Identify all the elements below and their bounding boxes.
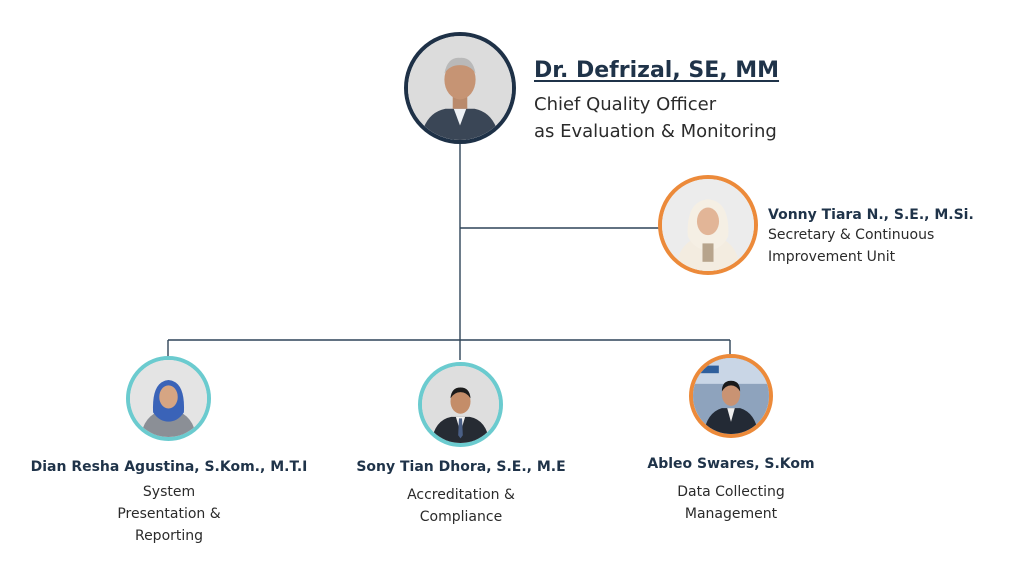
member-1-name: Dian Resha Agustina, S.Kom., M.T.I [30,459,308,475]
chief-role-line-1: Chief Quality Officer [534,94,717,115]
member-2-role-line-2: Compliance [419,509,503,525]
chief-avatar [404,32,516,144]
member-1-role-line-1: System [142,484,196,500]
member-2-name: Sony Tian Dhora, S.E., M.E [356,459,566,475]
member-2-avatar [418,362,503,447]
member-3-role-line-2: Management [684,506,778,522]
chief-role-line-2: as Evaluation & Monitoring [534,121,777,142]
member-3-role-line-1: Data Collecting [677,484,785,500]
secretary-role-line-2: Improvement Unit [768,249,896,265]
member-1-role-line-2: Presentation & [117,506,221,522]
secretary-avatar [658,175,758,275]
secretary-name: Vonny Tiara N., S.E., M.Si. [768,207,974,223]
member-2-role-line-1: Accreditation & [407,487,515,503]
member-1-role-line-3: Reporting [134,528,204,544]
chief-name: Dr. Defrizal, SE, MM [534,58,780,83]
member-1-avatar [126,356,211,441]
member-3-name: Ableo Swares, S.Kom [647,456,815,472]
member-3-avatar [689,354,773,438]
secretary-role-line-1: Secretary & Continuous [768,227,935,243]
